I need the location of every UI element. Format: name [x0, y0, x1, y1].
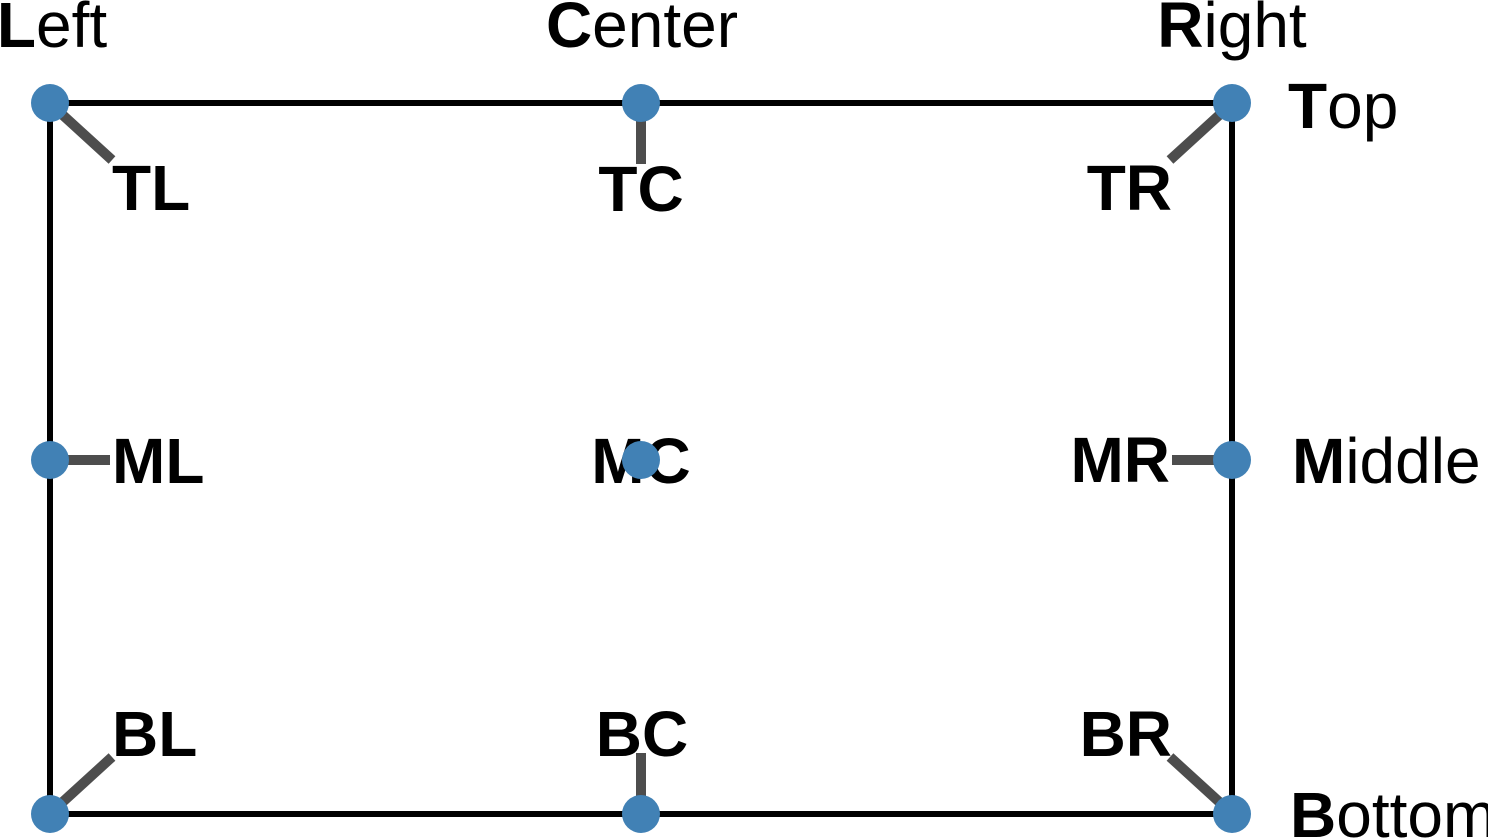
anchor-dot-mc — [622, 441, 660, 479]
column-label-right-initial: R — [1157, 0, 1203, 61]
anchor-dot-bl — [31, 795, 69, 833]
column-label-right: Right — [1157, 0, 1307, 61]
column-label-left: Left — [0, 0, 107, 61]
row-label-middle-initial: M — [1292, 425, 1345, 497]
leader-line-br — [1166, 753, 1231, 813]
row-label-middle: Middle — [1292, 425, 1481, 497]
row-label-bottom-initial: B — [1290, 779, 1336, 839]
column-label-center-initial: C — [546, 0, 592, 61]
anchor-label-tl: TL — [112, 152, 190, 224]
anchor-dot-tl — [31, 84, 69, 122]
anchor-dot-tr — [1213, 84, 1251, 122]
row-label-top-rest: op — [1327, 70, 1398, 142]
column-label-right-rest: ight — [1204, 0, 1307, 61]
anchor-dot-tc — [622, 84, 660, 122]
row-label-top-initial: T — [1288, 70, 1327, 142]
row-label-bottom-rest: ottom — [1336, 779, 1488, 839]
anchor-label-mr: MR — [1070, 424, 1170, 496]
anchor-dot-ml — [31, 441, 69, 479]
leader-line-bl — [51, 753, 116, 813]
row-label-middle-rest: iddle — [1345, 425, 1480, 497]
anchor-label-bl: BL — [112, 698, 197, 770]
column-label-center-rest: enter — [592, 0, 738, 61]
anchor-label-tc: TC — [598, 153, 683, 225]
anchor-dot-br — [1213, 795, 1251, 833]
column-label-center: Center — [546, 0, 738, 61]
anchor-label-ml: ML — [112, 425, 204, 497]
anchor-label-tr: TR — [1087, 152, 1172, 224]
anchor-label-br: BR — [1080, 698, 1172, 770]
anchor-dot-bc — [622, 795, 660, 833]
anchor-label-bc: BC — [596, 698, 688, 770]
leader-line-tl — [51, 104, 116, 164]
column-label-left-rest: eft — [36, 0, 107, 61]
anchor-dots — [31, 84, 1251, 833]
anchor-dot-mr — [1213, 441, 1251, 479]
row-label-top: Top — [1288, 70, 1398, 142]
leader-line-tr — [1166, 104, 1231, 164]
column-label-left-initial: L — [0, 0, 36, 61]
row-label-bottom: Bottom — [1290, 779, 1488, 839]
